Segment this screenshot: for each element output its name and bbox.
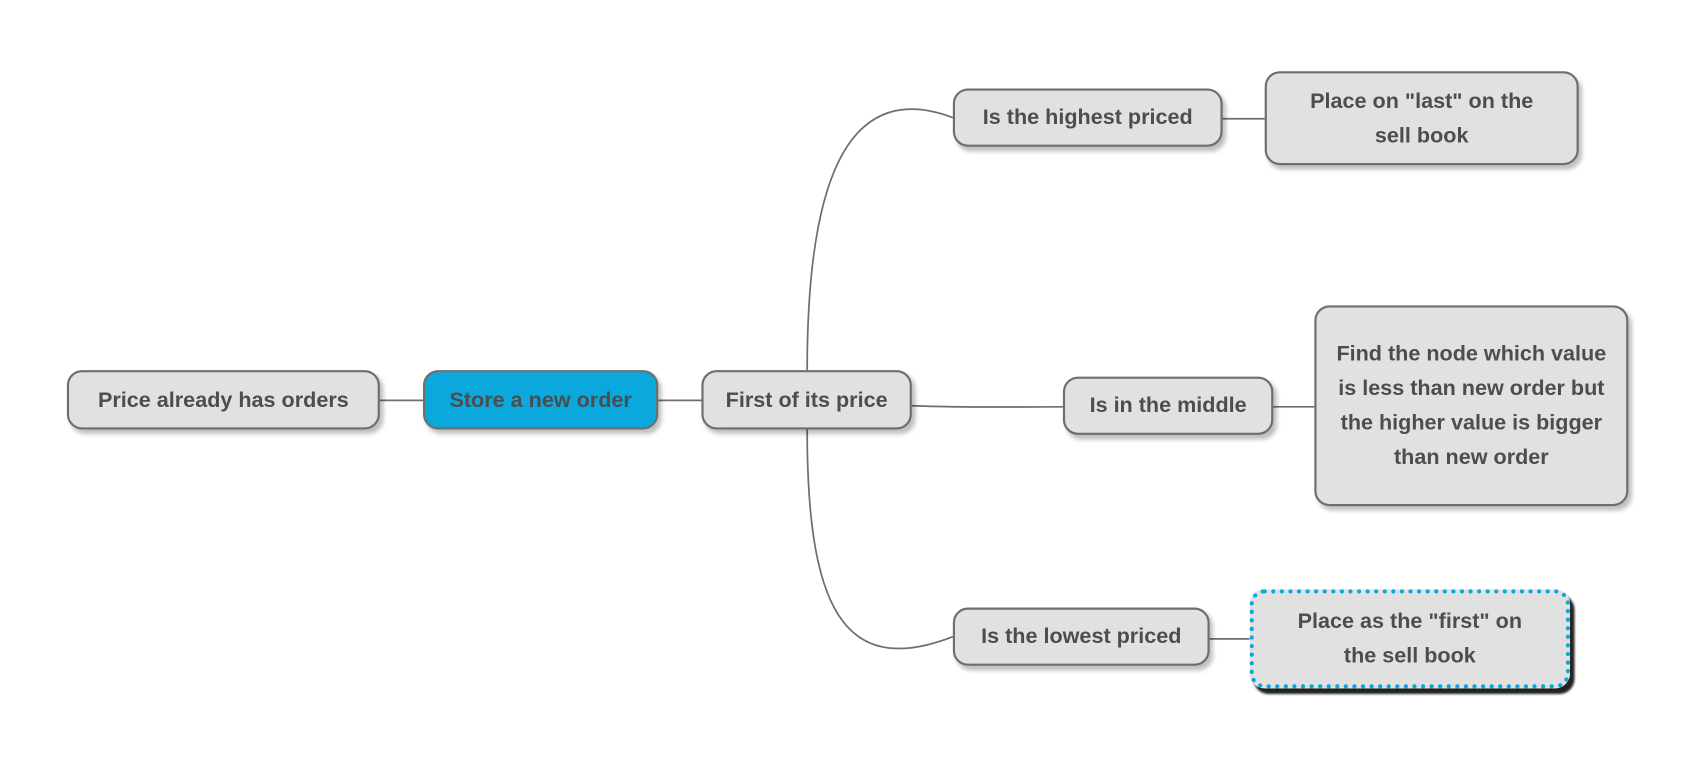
node-find-node[interactable]: Find the node which value is less than n…: [1314, 305, 1629, 507]
node-label: Store a new order: [449, 387, 632, 412]
link-first-middle: [911, 404, 1063, 408]
node-label: Find the node which value is less than n…: [1336, 342, 1607, 470]
node-is-highest-priced[interactable]: Is the highest priced: [952, 88, 1223, 147]
node-label: Price already has orders: [97, 387, 349, 412]
node-is-in-middle[interactable]: Is in the middle: [1062, 376, 1274, 435]
node-label: Is the lowest priced: [981, 624, 1182, 649]
link-first-lowest: [806, 429, 954, 650]
node-is-lowest-priced[interactable]: Is the lowest priced: [952, 607, 1210, 666]
node-place-last[interactable]: Place on "last" on the sell book: [1264, 71, 1579, 166]
node-label: Place as the "first" on the sell book: [1297, 609, 1523, 668]
node-store-new-order[interactable]: Store a new order: [423, 370, 659, 430]
node-label: First of its price: [725, 387, 888, 412]
node-label: Is the highest priced: [982, 105, 1193, 130]
node-label: Is in the middle: [1089, 393, 1247, 418]
node-place-first-selected[interactable]: Place as the "first" on the sell book: [1249, 589, 1571, 689]
node-first-of-its-price[interactable]: First of its price: [701, 370, 912, 430]
node-label: Place on "last" on the sell book: [1310, 89, 1534, 148]
link-first-highest: [806, 108, 954, 371]
node-price-already-has-orders[interactable]: Price already has orders: [66, 370, 380, 430]
